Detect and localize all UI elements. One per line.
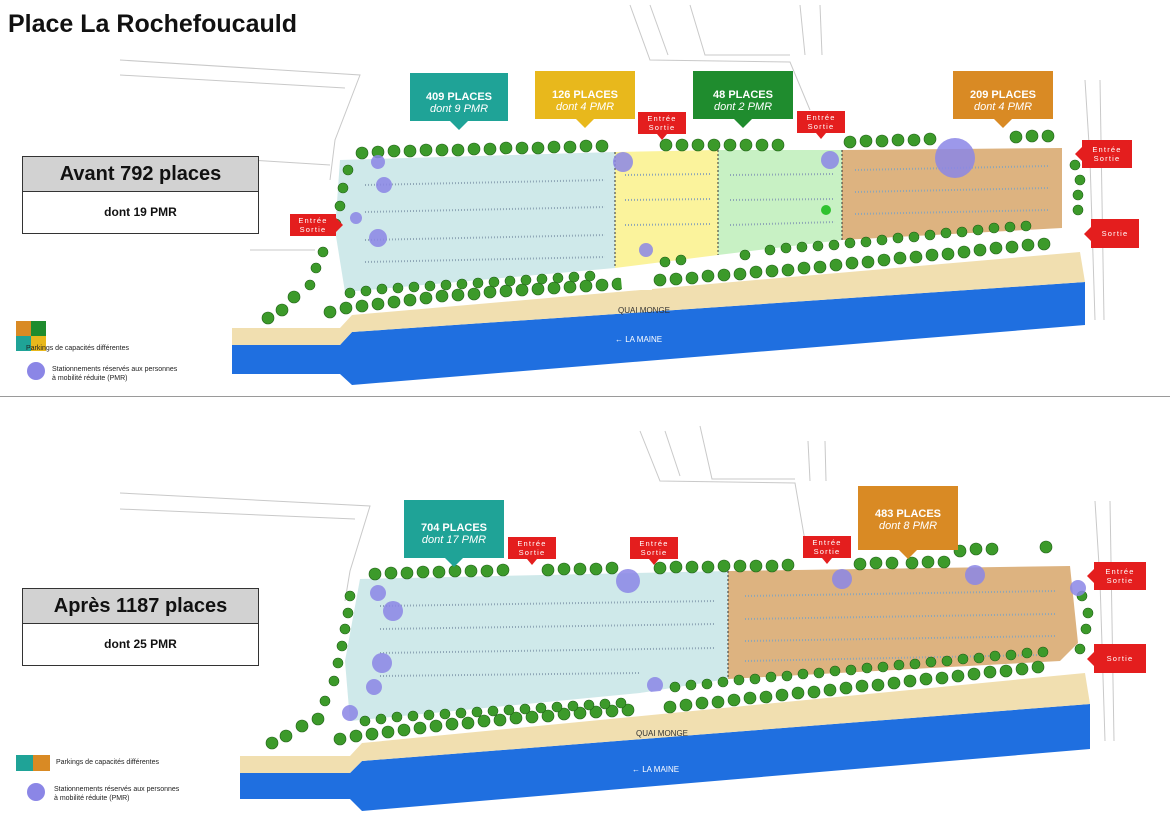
entry-label: Entrée <box>1105 567 1135 576</box>
legend-capacity-swatch <box>16 755 50 771</box>
entry-label: Entrée <box>812 538 842 547</box>
exit-label: Sortie <box>1106 576 1134 585</box>
exit-label: Sortie <box>299 225 327 234</box>
pmr-spots <box>342 565 1086 721</box>
parking-aisles <box>364 165 1051 263</box>
summary-after-title: Après 1187 places <box>23 589 258 624</box>
river-label-text: LA MAINE <box>625 335 663 344</box>
entry-label: Entrée <box>298 216 328 225</box>
entry-label: Entrée <box>639 539 669 548</box>
legend-capacity-text: Parkings de capacités différentes <box>56 759 159 766</box>
summary-after-sub: dont 25 PMR <box>104 637 177 651</box>
entry-label: Entrée <box>806 113 836 122</box>
river <box>232 282 1085 385</box>
street-lines <box>119 425 1115 742</box>
lot-orange <box>728 566 1078 679</box>
exit-label: Sortie <box>1101 229 1129 238</box>
page-title: Place La Rochefoucauld <box>8 10 297 38</box>
exit-label: Sortie <box>813 547 841 556</box>
access-exit-right: Sortie <box>1087 644 1146 673</box>
quai-label: QUAI MONGE <box>636 729 689 738</box>
callout-places: 483 PLACES <box>874 508 942 520</box>
callout-pmr: dont 17 PMR <box>421 534 487 546</box>
map-after-drawing <box>119 425 1115 811</box>
summary-before-sub: dont 19 PMR <box>104 205 177 219</box>
legend-pmr-icon <box>27 783 45 801</box>
trees <box>265 540 1094 750</box>
quay <box>240 673 1090 773</box>
river <box>240 704 1090 811</box>
entry-label: Entrée <box>647 114 677 123</box>
river-label-text: LA MAINE <box>642 765 680 774</box>
exit-label: Sortie <box>1106 654 1134 663</box>
pmr-spots <box>350 138 975 257</box>
callout-places: 48 PLACES <box>713 89 773 101</box>
legend-pmr-line1: Stationnements réservés aux personnes <box>54 786 180 793</box>
callout-pmr: dont 4 PMR <box>973 101 1033 113</box>
exit-label: Sortie <box>1093 154 1121 163</box>
summary-after: Après 1187 places dont 25 PMR <box>22 588 259 666</box>
map-after: Après 1187 places dont 25 PMR 704 PLACES… <box>0 421 1170 816</box>
exit-label: Sortie <box>807 122 835 131</box>
small-lot <box>620 266 652 290</box>
entry-label: Entrée <box>517 539 547 548</box>
callout-pmr: dont 8 PMR <box>878 520 938 532</box>
quai-label: QUAI MONGE <box>618 306 671 315</box>
legend-pmr-line2: à mobilité réduite (PMR) <box>52 375 128 382</box>
exit-label: Sortie <box>518 548 546 557</box>
lot-orange <box>842 148 1062 240</box>
callout-places: 209 PLACES <box>969 89 1037 101</box>
lot-separators <box>614 150 843 268</box>
parking-aisles <box>379 590 1056 677</box>
callout-pmr: dont 4 PMR <box>555 101 615 113</box>
legend-pmr-icon <box>27 362 45 380</box>
lot-teal <box>345 571 728 721</box>
panel-divider <box>0 396 1170 397</box>
street-lines <box>119 4 1105 321</box>
legend-pmr-line2: à mobilité réduite (PMR) <box>54 795 130 802</box>
callout-places: 409 PLACES <box>425 91 493 103</box>
quay <box>232 252 1085 345</box>
legend-capacity-text: Parkings de capacités différentes <box>26 345 129 352</box>
lot-yellow <box>615 150 718 268</box>
callout-places: 704 PLACES <box>420 522 488 534</box>
small-lot <box>640 691 662 711</box>
legend-pmr-line1: Stationnements réservés aux personnes <box>52 366 178 373</box>
legend-pmr-text: Stationnements réservés aux personnes à m… <box>52 365 177 383</box>
exit-label: Sortie <box>640 548 668 557</box>
access-exit-right: Sortie <box>1084 219 1139 248</box>
callout-places: 126 PLACES <box>551 89 619 101</box>
legend-capacity-swatch <box>16 321 46 351</box>
callout-pmr: dont 9 PMR <box>429 103 489 115</box>
summary-before-title: Avant 792 places <box>23 157 258 192</box>
green-marker <box>821 205 831 215</box>
summary-before: Avant 792 places dont 19 PMR <box>22 156 259 234</box>
river-label: ← LA MAINE <box>632 765 680 774</box>
callout-pmr: dont 2 PMR <box>713 101 773 113</box>
exit-label: Sortie <box>648 123 676 132</box>
entry-label: Entrée <box>1092 145 1122 154</box>
lot-green <box>718 150 842 255</box>
legend-pmr-text: Stationnements réservés aux personnes à m… <box>54 785 179 803</box>
river-label: ← LA MAINE <box>615 335 663 344</box>
lot-teal <box>335 152 615 292</box>
